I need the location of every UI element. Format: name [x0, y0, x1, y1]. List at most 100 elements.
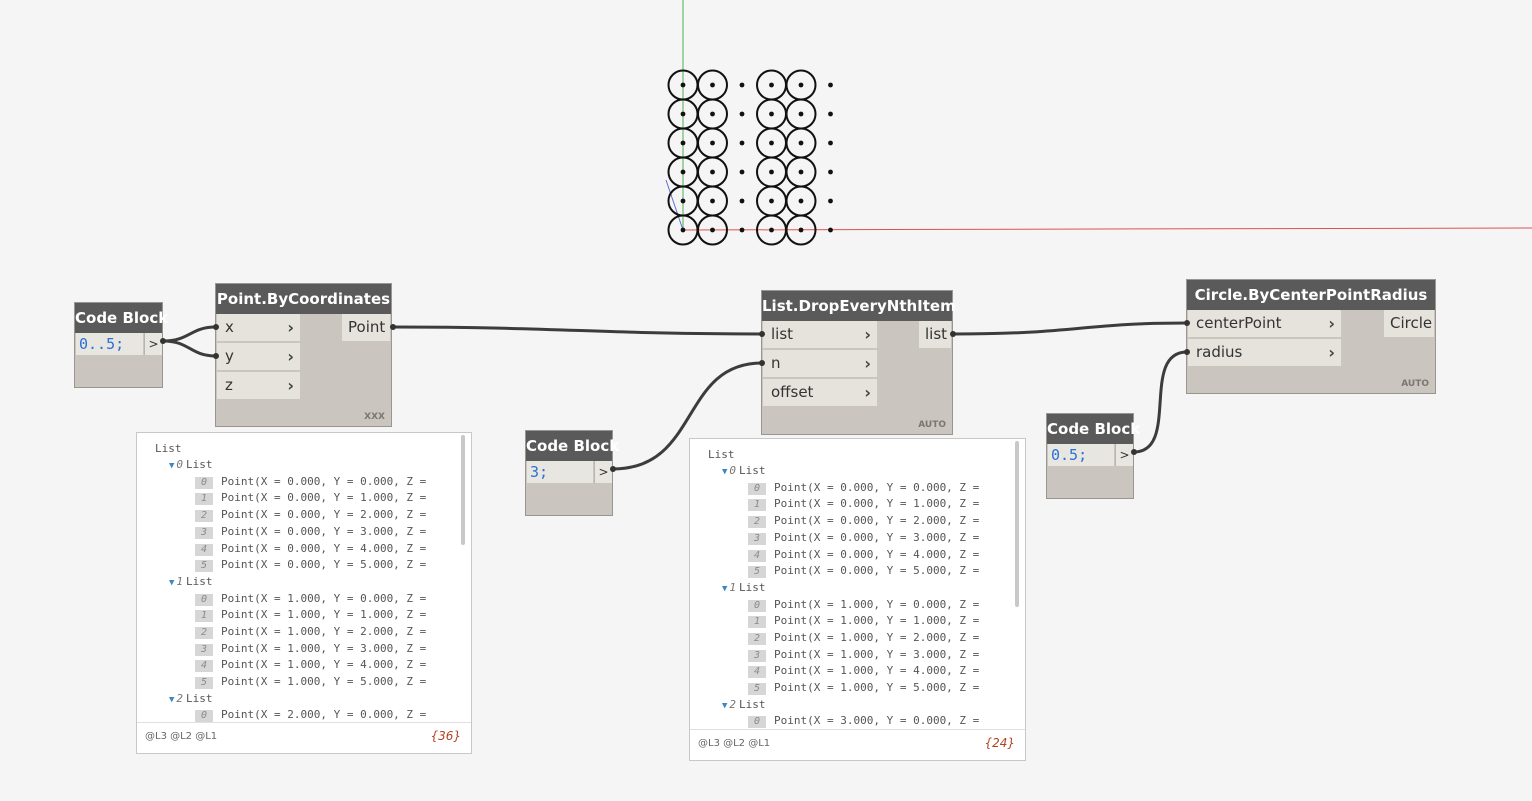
code-input[interactable]: 0..5;	[76, 333, 143, 355]
port-dot	[390, 324, 396, 330]
wire-cb1-y	[162, 339, 217, 358]
output-port[interactable]: Circle	[1384, 310, 1434, 337]
output-port[interactable]: list	[919, 321, 951, 348]
scrollbar[interactable]	[1015, 441, 1019, 607]
expand-triangle-icon[interactable]: ▼	[169, 461, 175, 471]
port-label: n	[771, 354, 781, 372]
item-value: Point(X = 0.000, Y = 3.000, Z =	[221, 525, 427, 538]
list-index: 1	[176, 575, 184, 588]
node-title[interactable]: Circle.ByCenterPointRadius	[1187, 280, 1435, 310]
item-value: Point(X = 0.000, Y = 5.000, Z =	[774, 564, 980, 577]
list-levels[interactable]: @L3 @L2 @L1	[145, 731, 218, 742]
input-port-offset[interactable]: offset›	[763, 379, 877, 406]
item-index: 3	[195, 527, 213, 539]
list-label: List	[739, 698, 766, 711]
output-port[interactable]: >	[594, 461, 612, 483]
preview-footer: @L3 @L2 @L1 {24}	[690, 729, 1025, 760]
circle-by-center-point-radius-node[interactable]: Circle.ByCenterPointRadius centerPoint› …	[1186, 279, 1436, 394]
preview-point	[769, 111, 774, 117]
list-label: List	[186, 575, 213, 588]
preview-point	[710, 227, 715, 233]
item-index: 1	[195, 493, 213, 505]
drop-every-nth-item-node[interactable]: List.DropEveryNthItem list› n› offset› l…	[761, 290, 956, 435]
input-port-x[interactable]: x›	[217, 314, 300, 341]
port-dot	[950, 331, 956, 337]
input-port-n[interactable]: n›	[763, 350, 877, 377]
item-index: 4	[748, 550, 766, 562]
code-block-node[interactable]: Code Block 0..5; >	[74, 302, 168, 388]
output-port[interactable]: >	[144, 333, 162, 355]
item-index: 3	[748, 533, 766, 545]
input-port-y[interactable]: y›	[217, 343, 300, 370]
code-input[interactable]: 0.5;	[1048, 444, 1114, 466]
code-block-node[interactable]: Code Block 0.5; >	[1046, 413, 1140, 499]
lacing-indicator[interactable]: AUTO	[918, 420, 946, 430]
port-label: list	[771, 325, 794, 343]
lacing-indicator[interactable]: XXX	[364, 412, 385, 422]
expand-triangle-icon[interactable]: ▼	[722, 584, 728, 594]
node-title[interactable]: List.DropEveryNthItem	[762, 291, 956, 321]
expand-triangle-icon[interactable]: ▼	[722, 701, 728, 711]
node-title[interactable]: Code Block	[526, 431, 619, 461]
port-dot	[213, 324, 219, 330]
port-dot	[160, 338, 166, 344]
preview-point	[798, 82, 804, 88]
item-value: Point(X = 1.000, Y = 5.000, Z =	[774, 681, 980, 694]
input-port-center-point[interactable]: centerPoint›	[1188, 310, 1341, 337]
chevron-right-icon: ›	[864, 354, 871, 373]
point-by-coordinates-node[interactable]: Point.ByCoordinates x› y› z› Point XXX	[215, 283, 392, 427]
code-block-node[interactable]: Code Block 3; >	[525, 430, 619, 516]
preview-point	[769, 140, 774, 146]
list-levels[interactable]: @L3 @L2 @L1	[698, 738, 771, 749]
node-title[interactable]: Code Block	[75, 303, 168, 333]
input-port-list[interactable]: list›	[763, 321, 877, 348]
item-value: Point(X = 1.000, Y = 4.000, Z =	[774, 664, 980, 677]
list-index: 1	[729, 581, 737, 594]
port-label: y	[225, 347, 234, 365]
lacing-indicator[interactable]: AUTO	[1401, 379, 1429, 389]
preview-point	[710, 169, 715, 175]
port-dot	[1131, 449, 1137, 455]
expand-triangle-icon[interactable]: ▼	[169, 695, 175, 705]
input-port-radius[interactable]: radius›	[1188, 339, 1341, 366]
preview-point	[680, 227, 686, 233]
output-port[interactable]: >	[1115, 444, 1133, 466]
preview-point	[769, 169, 774, 175]
item-value: Point(X = 1.000, Y = 1.000, Z =	[774, 614, 980, 627]
list-label: List	[186, 692, 213, 705]
preview-point	[710, 111, 715, 117]
output-port[interactable]: Point	[342, 314, 390, 341]
port-dot	[213, 353, 219, 359]
code-input[interactable]: 3;	[527, 461, 593, 483]
node-title[interactable]: Point.ByCoordinates	[216, 284, 391, 314]
z-axis	[665, 179, 684, 231]
input-port-z[interactable]: z›	[217, 372, 300, 399]
item-index: 2	[195, 510, 213, 522]
preview-point	[710, 140, 715, 146]
node-title[interactable]: Code Block	[1047, 414, 1140, 444]
scrollbar[interactable]	[461, 435, 465, 545]
expand-triangle-icon[interactable]: ▼	[722, 467, 728, 477]
expand-triangle-icon[interactable]: ▼	[169, 578, 175, 588]
port-dot	[610, 466, 616, 472]
